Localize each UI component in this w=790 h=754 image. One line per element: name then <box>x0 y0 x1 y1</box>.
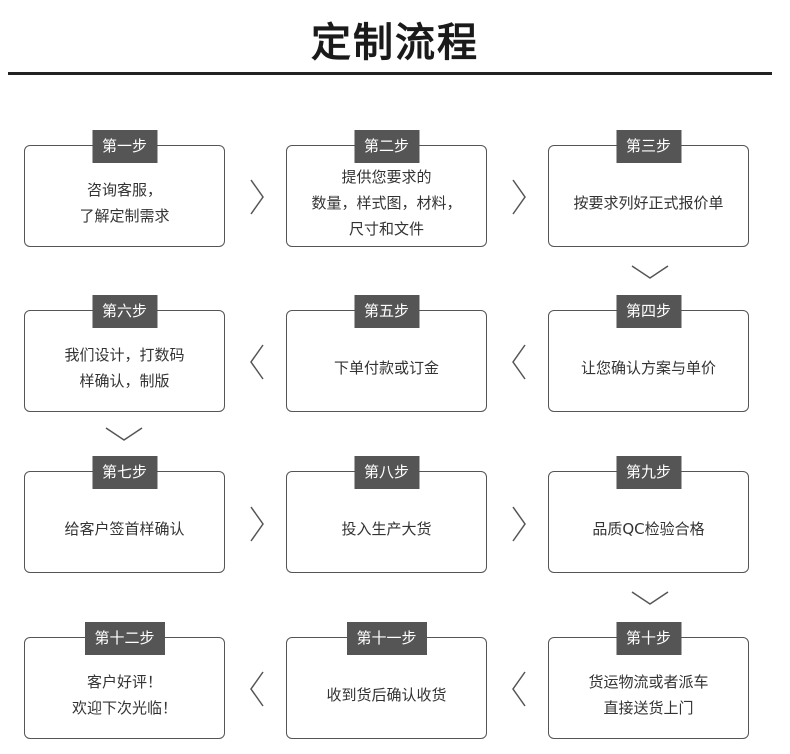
chevron-right-icon <box>511 505 527 543</box>
step-8-text: 投入生产大货 <box>341 520 432 538</box>
step-7-tag: 第七步 <box>91 456 158 489</box>
step-9-text: 品质QC检验合格 <box>592 520 705 538</box>
step-12-text: 客户好评！ 欢迎下次光临！ <box>71 673 177 717</box>
step-5-tag: 第五步 <box>353 295 420 328</box>
chevron-down-icon <box>630 590 670 606</box>
step-1-text: 咨询客服， 了解定制需求 <box>79 181 170 225</box>
step-6-box: 第六步 我们设计，打数码 样确认，制版 <box>24 295 225 412</box>
step-10-box: 第十步 货运物流或者派车 直接送货上门 <box>548 622 749 739</box>
step-7-text: 给客户签首样确认 <box>64 520 185 538</box>
step-12-tag: 第十二步 <box>84 622 165 655</box>
step-6-text: 我们设计，打数码 样确认，制版 <box>64 346 185 390</box>
chevron-left-icon <box>249 343 265 381</box>
step-10-tag: 第十步 <box>615 622 682 655</box>
page-title: 定制流程 <box>311 20 479 66</box>
step-4-text: 让您确认方案与单价 <box>580 359 716 377</box>
step-5-text: 下单付款或订金 <box>333 359 439 377</box>
step-5-box: 第五步 下单付款或订金 <box>286 295 487 412</box>
step-1-tag: 第一步 <box>91 130 158 163</box>
step-8-tag: 第八步 <box>353 456 420 489</box>
step-11-tag: 第十一步 <box>346 622 427 655</box>
step-11-text: 收到货后确认收货 <box>326 686 447 704</box>
step-8-box: 第八步 投入生产大货 <box>286 456 487 573</box>
step-1-box: 第一步 咨询客服， 了解定制需求 <box>24 130 225 247</box>
chevron-right-icon <box>249 505 265 543</box>
step-2-tag: 第二步 <box>353 130 420 163</box>
step-3-text: 按要求列好正式报价单 <box>573 194 724 212</box>
step-9-box: 第九步 品质QC检验合格 <box>548 456 749 573</box>
title-divider <box>8 72 772 75</box>
step-4-tag: 第四步 <box>615 295 682 328</box>
step-11-box: 第十一步 收到货后确认收货 <box>286 622 487 739</box>
step-3-box: 第三步 按要求列好正式报价单 <box>548 130 749 247</box>
chevron-left-icon <box>511 343 527 381</box>
chevron-down-icon <box>630 264 670 280</box>
step-2-box: 第二步 提供您要求的 数量，样式图，材料， 尺寸和文件 <box>286 130 487 247</box>
step-7-box: 第七步 给客户签首样确认 <box>24 456 225 573</box>
step-6-tag: 第六步 <box>91 295 158 328</box>
step-10-text: 货运物流或者派车 直接送货上门 <box>588 673 709 717</box>
step-12-box: 第十二步 客户好评！ 欢迎下次光临！ <box>24 622 225 739</box>
chevron-down-icon <box>104 426 144 442</box>
chevron-right-icon <box>511 178 527 216</box>
chevron-right-icon <box>249 178 265 216</box>
chevron-left-icon <box>249 670 265 708</box>
chevron-left-icon <box>511 670 527 708</box>
step-3-tag: 第三步 <box>615 130 682 163</box>
step-4-box: 第四步 让您确认方案与单价 <box>548 295 749 412</box>
step-9-tag: 第九步 <box>615 456 682 489</box>
step-2-text: 提供您要求的 数量，样式图，材料， 尺寸和文件 <box>311 168 462 238</box>
